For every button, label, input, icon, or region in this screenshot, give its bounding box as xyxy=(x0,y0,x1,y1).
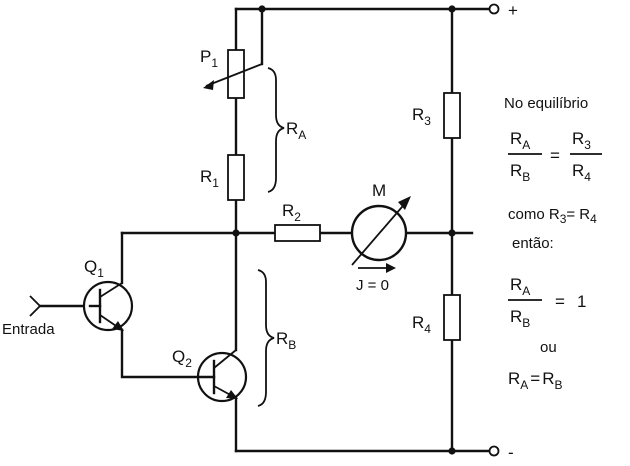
transistor-q1 xyxy=(82,280,134,332)
resistor-r3 xyxy=(443,92,461,139)
label-rb: RB xyxy=(276,329,296,352)
eq2-den: RB xyxy=(510,307,530,330)
q2-envelope xyxy=(196,351,248,403)
resistor-r2 xyxy=(274,224,321,242)
label-r2: R2 xyxy=(282,201,301,224)
label-q1: Q1 xyxy=(84,257,104,280)
meter-arrow-icon xyxy=(398,196,411,210)
eq2-equals: = xyxy=(555,292,565,311)
q1-envelope xyxy=(82,280,134,332)
resistor-r1 xyxy=(227,154,245,201)
eq1-den-left: RB xyxy=(510,161,530,184)
eq2-value: 1 xyxy=(577,292,586,311)
q2-emitter-arrow-icon xyxy=(226,390,238,399)
eq1-num-left: RA xyxy=(510,129,530,152)
negative-terminal xyxy=(488,445,500,457)
label-current: J = 0 xyxy=(356,277,389,294)
eq1-equals: = xyxy=(550,146,560,165)
wiper-line xyxy=(205,63,263,87)
label-r3: R3 xyxy=(412,105,431,128)
node-dot xyxy=(232,229,240,237)
heading-equilibrio: No equilíbrio xyxy=(504,95,588,112)
label-meter: M xyxy=(372,181,386,200)
meter-needle xyxy=(351,199,409,266)
q2-collector-lead xyxy=(213,349,237,369)
node-dot xyxy=(448,5,456,13)
junction-dots xyxy=(232,5,456,455)
q1-collector-lead xyxy=(99,282,123,298)
current-arrow-icon xyxy=(386,263,396,273)
negative-label: - xyxy=(508,443,514,462)
eq3-line: RA=RB xyxy=(508,369,563,392)
equations-panel: No equilíbrio RA RB = R3 R4 como R3= R4 … xyxy=(504,95,602,392)
wire-q1-q2 xyxy=(120,328,202,379)
label-r4: R4 xyxy=(412,313,431,336)
eq1-num-right: R3 xyxy=(572,129,591,152)
input-arrow-icon xyxy=(29,295,42,317)
node-dot xyxy=(448,229,456,237)
como-line: como R3= R4 xyxy=(508,206,597,226)
node-dot xyxy=(258,5,266,13)
label-q2: Q2 xyxy=(172,347,192,370)
resistor-r4 xyxy=(443,294,461,341)
meter-m xyxy=(350,196,411,266)
brace-rb xyxy=(257,269,275,407)
ou-line: ou xyxy=(540,339,557,356)
positive-terminal xyxy=(488,3,500,15)
label-r1: R1 xyxy=(200,167,219,190)
brace-ra xyxy=(267,67,285,193)
node-dot xyxy=(448,447,456,455)
transistor-q2 xyxy=(196,349,248,403)
label-input: Entrada xyxy=(2,321,55,338)
eq2-num: RA xyxy=(510,275,530,298)
positive-label: + xyxy=(508,1,518,20)
eq1-den-right: R4 xyxy=(572,161,591,184)
label-p1: P1 xyxy=(200,47,218,70)
wiper-arrow-icon xyxy=(203,80,214,90)
entao-line: então: xyxy=(512,235,554,252)
label-ra: RA xyxy=(286,119,306,142)
wires xyxy=(29,7,492,453)
q1-emitter-arrow-icon xyxy=(112,321,124,331)
